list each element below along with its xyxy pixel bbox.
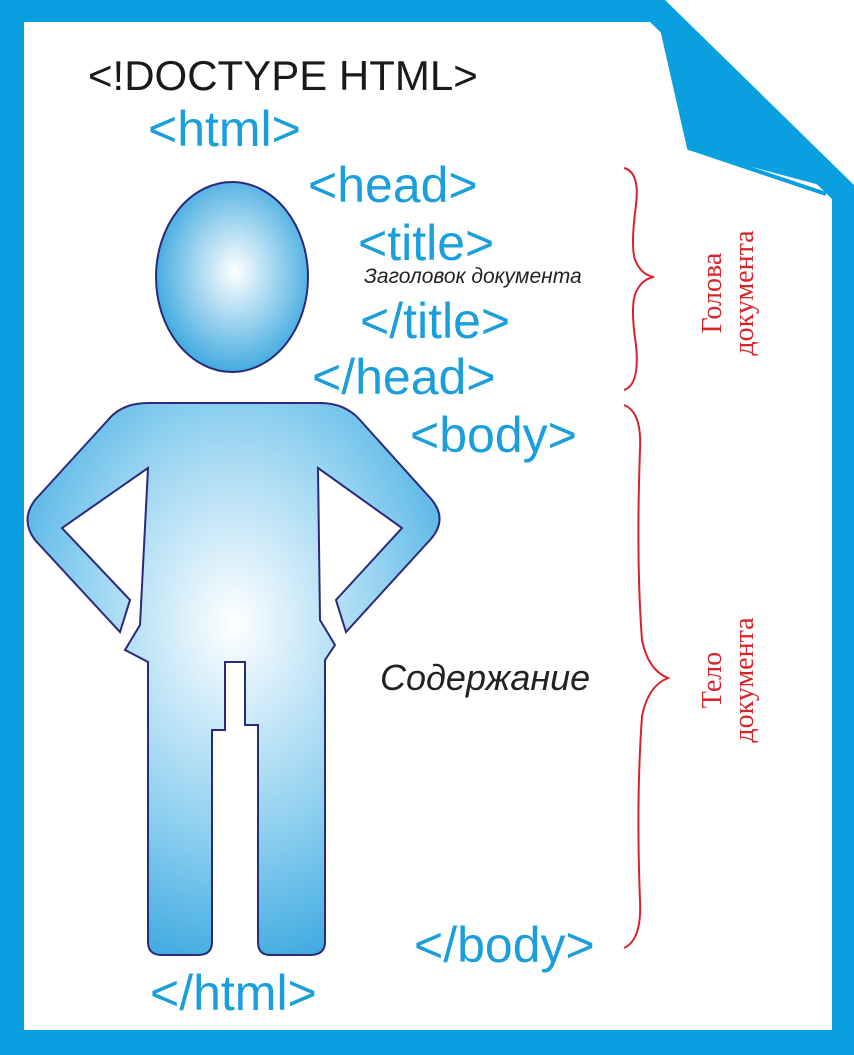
body-close-tag: </body> — [414, 917, 595, 973]
head-open-tag: <head> — [308, 157, 478, 213]
head-label-line1: Голова — [697, 252, 728, 334]
folded-corner — [658, 14, 846, 192]
body-label-line2: документа — [729, 617, 761, 743]
fold-inner — [658, 19, 827, 196]
figure-head — [155, 181, 309, 373]
title-open-tag: <title> — [358, 215, 495, 271]
head-section-label: Голова документа — [697, 203, 767, 383]
doctype-declaration: <!DOCTYPE HTML> — [88, 52, 478, 99]
html-close-tag: </html> — [150, 965, 317, 1021]
figure-body — [26, 402, 441, 956]
body-brace — [623, 404, 671, 949]
body-open-tag: <body> — [410, 407, 577, 463]
body-section-label: Тело документа — [697, 580, 767, 780]
html-open-tag: <html> — [148, 101, 301, 157]
head-close-tag: </head> — [312, 349, 496, 405]
title-content: Заголовок документа — [364, 265, 582, 288]
body-content: Содержание — [380, 657, 591, 698]
title-close-tag: </title> — [360, 293, 511, 349]
head-label-line2: документа — [729, 230, 761, 356]
body-label-line1: Тело — [697, 651, 728, 709]
person-figure — [26, 181, 441, 956]
head-brace — [623, 167, 655, 391]
